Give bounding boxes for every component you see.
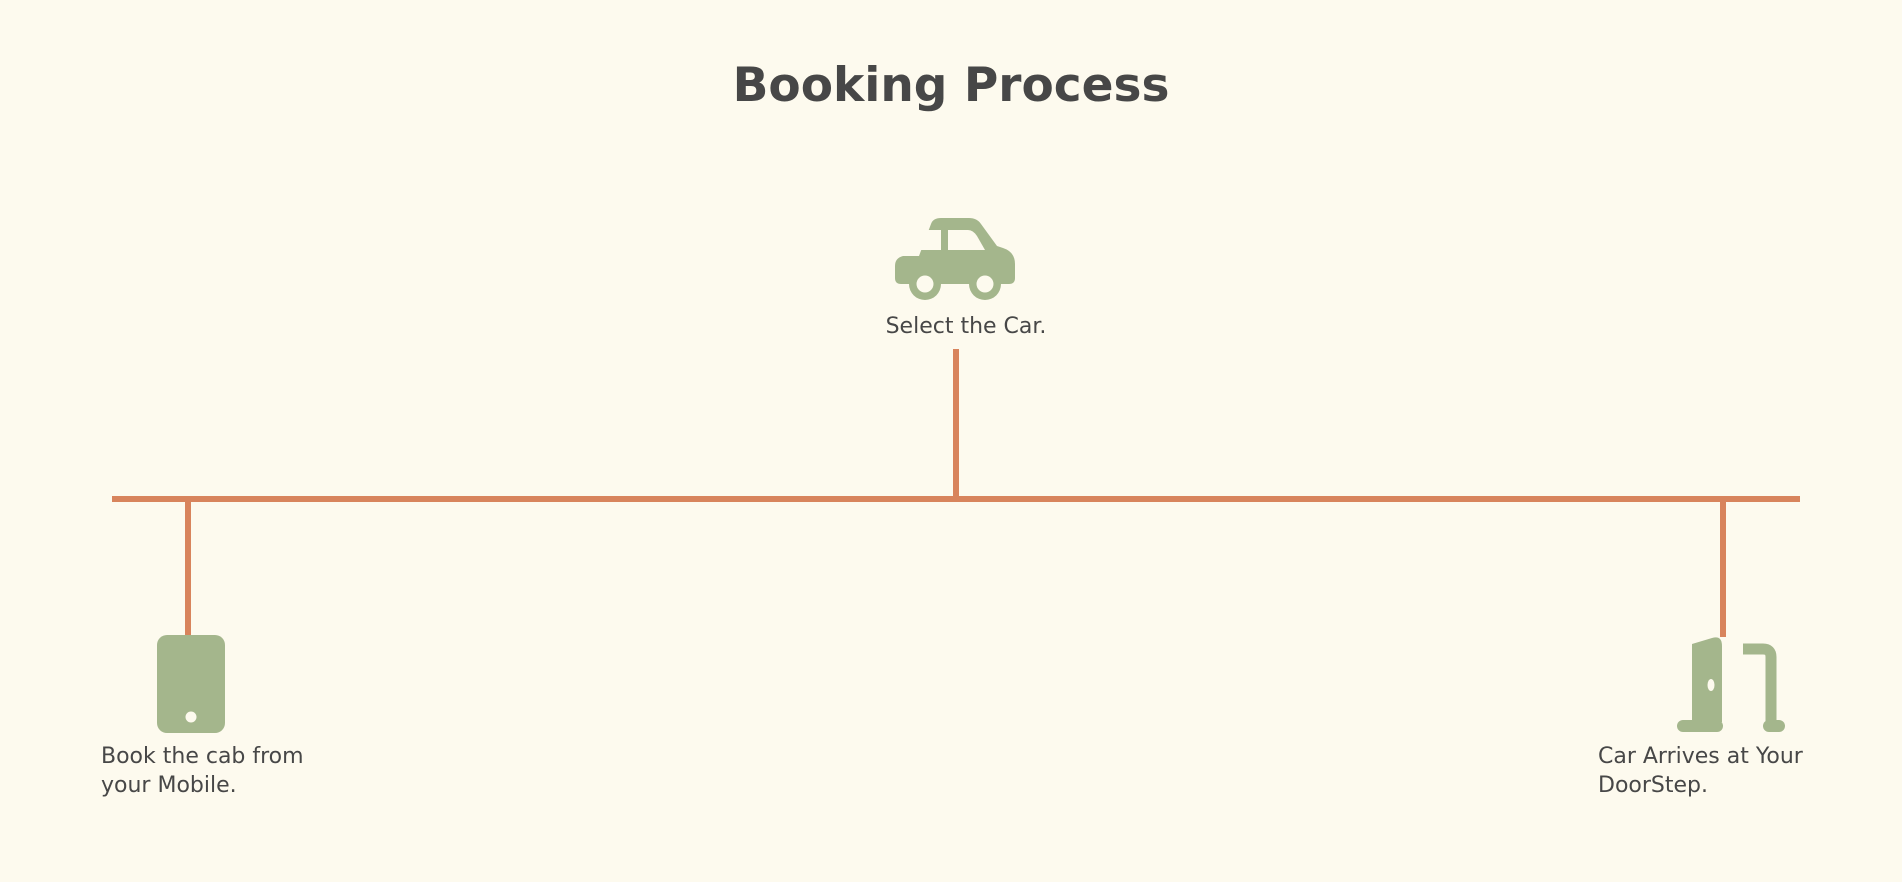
page-title: Booking Process [732,58,1170,113]
car-icon [893,216,1017,304]
timeline-line [112,496,1800,502]
timeline-connector-car-arrives [1720,499,1726,637]
step-label-car-arrives: Car Arrives at Your DoorStep. [1598,744,1803,798]
mobile-phone-icon [156,634,226,734]
timeline-connector-book-cab [185,499,191,637]
timeline-connector-select-car [953,349,959,499]
step-label-book-cab: Book the cab from your Mobile. [101,744,304,798]
door-open-icon [1675,634,1789,734]
step-label-select-car: Select the Car. [885,314,1047,339]
